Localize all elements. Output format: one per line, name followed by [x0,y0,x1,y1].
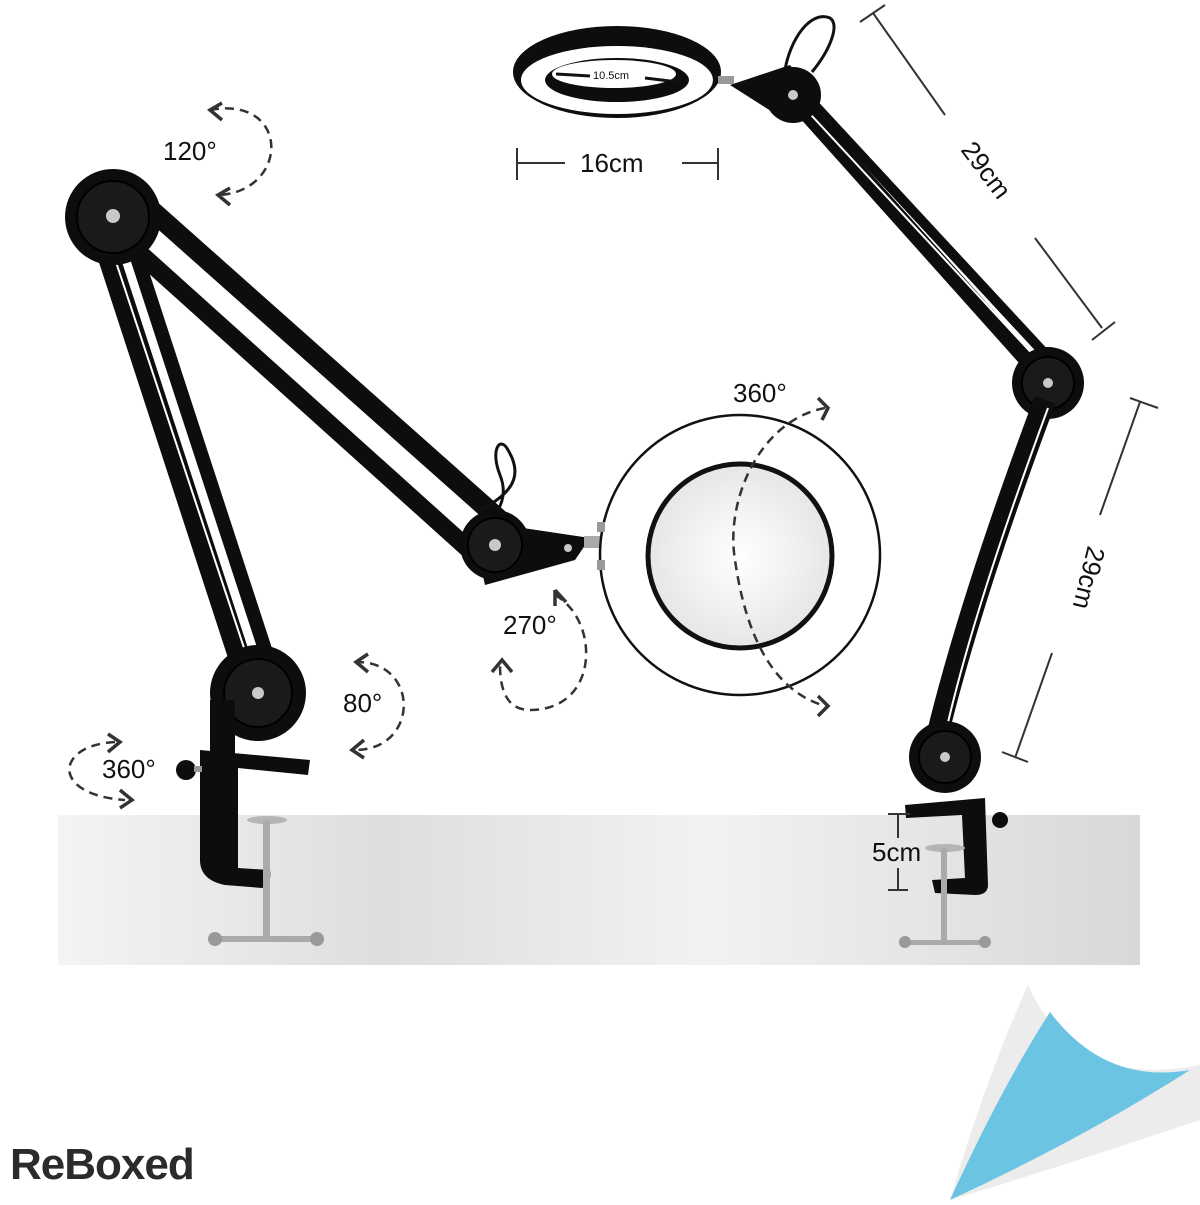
rotation-label-360: 360° [733,378,787,408]
left-top-joint [65,169,161,265]
angle-label-120: 120° [163,136,217,166]
reboxed-logo: ReBoxed [10,1140,195,1189]
right-clamp [899,798,1008,948]
magnifier-head [597,413,882,697]
right-cable-icon [783,15,836,73]
right-mid-joint [1012,347,1084,419]
left-lower-arm [89,219,282,701]
dimension-ring-16cm: 16cm [516,148,719,180]
angle-annotation-base: 80° [343,652,405,760]
lower-arm-length-label: 29cm [1067,544,1111,613]
left-lamp [65,169,600,946]
right-ring-head: 10.5cm [513,26,734,118]
left-clamp [176,700,324,946]
left-head-joint [460,510,600,585]
angle-annotation-head: 270° [490,588,588,712]
angle-annotation-swivel: 360° [68,732,156,810]
ring-diameter-label: 16cm [580,148,644,178]
left-cable-icon [479,442,517,522]
angle-label-270: 270° [503,610,557,640]
right-base-joint [909,721,981,793]
right-lower-arm [924,396,1056,748]
dimension-clamp-5cm: 5cm [872,813,921,891]
page-corner-peel [950,985,1200,1200]
upper-arm-length-label: 29cm [955,136,1017,205]
right-upper-arm [782,87,1065,388]
right-lamp: 10.5cm [513,15,1084,948]
angle-annotation-top: 120° [163,101,273,207]
right-top-joint [730,65,821,123]
angle-label-360-base: 360° [102,754,156,784]
left-upper-arm [116,190,510,564]
clamp-opening-label: 5cm [872,837,921,867]
angle-label-80: 80° [343,688,382,718]
rotation-annotation-360: 360° [732,378,831,718]
lens-diameter-label: 10.5cm [593,70,629,82]
